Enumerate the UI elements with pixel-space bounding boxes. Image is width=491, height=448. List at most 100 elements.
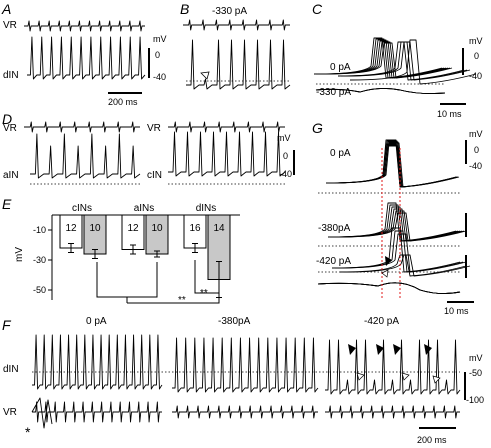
g-traces: [317, 139, 471, 295]
g-spike-380pa: [337, 212, 467, 242]
e-ytick-label: -30: [33, 255, 46, 265]
f-din-trace-420pa: [325, 339, 461, 395]
f-vr-trace-0pa: [31, 397, 162, 429]
f-din-trace-380pa: [172, 337, 319, 393]
e-sig-label: **: [178, 295, 186, 306]
f-arrowhead-open-icon: [356, 372, 365, 381]
panel-label-d: D: [2, 111, 12, 127]
d-mv-bot: -40: [279, 169, 292, 179]
e-sig-bracket-3: [194, 260, 219, 294]
e-bar-count: 14: [213, 223, 225, 234]
panel-label-c: C: [312, 1, 323, 17]
g-subthreshold: [317, 282, 461, 295]
g-current-420: -420 pA: [316, 256, 351, 267]
c-time-label: 10 ms: [437, 109, 462, 119]
g-subthreshold: [317, 282, 461, 295]
c-spike-red: [349, 39, 477, 85]
f-arrowhead-open-icon: [401, 372, 410, 381]
b-cell-trace: [186, 39, 291, 90]
e-bar-count: 10: [151, 223, 163, 234]
g-spike-red: [343, 254, 471, 277]
e-bar-count: 12: [127, 223, 139, 234]
a-mv-unit: mV: [153, 34, 167, 44]
f-arrowhead-filled-icon: [393, 344, 401, 355]
d-ain-trace: [30, 133, 141, 179]
f-current-0: 0 pA: [86, 316, 107, 327]
a-mv-bot: -40: [153, 72, 166, 82]
g-arrowhead-open-icon: [381, 269, 389, 278]
g-time-label: 10 ms: [444, 306, 469, 316]
e-sig-label: **: [200, 288, 208, 299]
e-group-label: dINs: [196, 203, 217, 214]
b-arrowhead-icon: [200, 71, 210, 80]
f-vr-trace-420pa: [325, 405, 460, 419]
panel-label-a: A: [1, 1, 11, 17]
e-bar-count: 12: [65, 223, 77, 234]
f-mv-top: -50: [469, 368, 482, 378]
g-mv-top: 0: [474, 145, 479, 155]
a-din-label: dIN: [3, 70, 19, 81]
b-current-label: -330 pA: [212, 6, 247, 17]
d-mv-unit: mV: [277, 133, 291, 143]
a-vr-trace: [24, 20, 145, 32]
d-cin-trace: [168, 131, 286, 177]
b-traces: [183, 19, 291, 90]
e-bar: [83, 214, 107, 255]
f-arrowhead-filled-icon: [424, 344, 432, 355]
f-arrowhead-filled-icon: [348, 344, 356, 355]
a-mv-top: 0: [155, 50, 160, 60]
panel-label-b: B: [180, 1, 189, 17]
e-bar-count: 10: [89, 223, 101, 234]
f-asterisk: *: [25, 424, 31, 440]
f-traces: [31, 334, 461, 429]
e-ytick-label: -50: [33, 285, 46, 295]
f-mv-bot: -100: [466, 395, 484, 405]
f-time-label: 200 ms: [417, 435, 447, 445]
e-group-label: cINs: [72, 203, 92, 214]
e-bar-count: 16: [189, 223, 201, 234]
f-arrowhead-filled-icon: [376, 344, 384, 355]
c-traces: [313, 37, 477, 95]
d-ain-label: aIN: [3, 170, 19, 181]
g-subthreshold: [317, 282, 461, 295]
g-current-380: -380pA: [318, 223, 351, 234]
f-mv-unit: mV: [469, 353, 483, 363]
panel-label-g: G: [312, 120, 323, 136]
d-vr1-trace: [24, 121, 140, 133]
b-vr-trace: [183, 19, 290, 31]
a-vr-label: VR: [3, 20, 17, 31]
panel-label-f: F: [2, 317, 12, 333]
e-sig-bracket-2: [127, 297, 220, 304]
a-traces: [24, 20, 146, 80]
d-vr1-label: VR: [3, 123, 17, 134]
f-din-label: dIN: [3, 364, 19, 375]
f-arrowhead-open-icon: [432, 375, 441, 384]
e-bar: [145, 214, 169, 255]
g-subthreshold: [317, 282, 461, 295]
f-din-trace-0pa: [32, 334, 163, 390]
e-group-label: aINs: [134, 203, 155, 214]
d-vr2-trace: [168, 121, 285, 133]
d-mv-top: 0: [283, 151, 288, 161]
panel-label-e: E: [2, 196, 12, 212]
c-current-0: 0 pA: [330, 62, 351, 73]
c-spike-cyan: [343, 41, 471, 81]
f-current-420: -420 pA: [364, 316, 399, 327]
e-sig-bracket-1: [96, 262, 158, 298]
a-din-trace: [27, 36, 146, 80]
c-current-330: -330 pA: [316, 87, 351, 98]
f-current-380: -380pA: [218, 316, 251, 327]
g-spike-cyan: [337, 233, 467, 273]
g-spike-0pa: [327, 145, 459, 188]
d-traces: [24, 121, 286, 179]
g-arrowhead-filled-icon: [385, 256, 392, 266]
d-cin-label: cIN: [147, 170, 162, 181]
g-mv-bot: -40: [469, 161, 482, 171]
c-mv-bot: -40: [469, 71, 482, 81]
a-time-label: 200 ms: [108, 97, 138, 107]
d-vr2-label: VR: [147, 123, 161, 134]
f-vr-label: VR: [3, 407, 17, 418]
g-mv-unit: mV: [469, 129, 483, 139]
